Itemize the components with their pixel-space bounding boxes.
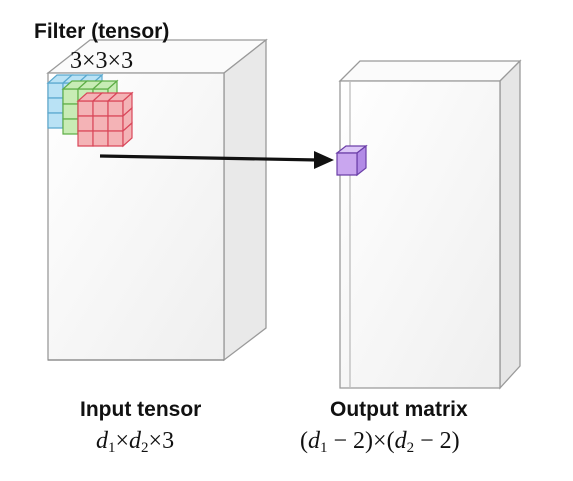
filter-size: 3×3×3 [70,48,134,74]
filter-layer-red-cell [92,130,109,147]
output-cell [335,144,368,177]
filter-layer-blue-cell [47,82,64,99]
output-matrix-box [338,59,522,390]
input-title: Input tensor [80,398,202,421]
filter-layer-green-cell [62,118,79,135]
filter-layer-blue-cell [47,97,64,114]
filter-layer-red-cell [107,115,124,132]
filter-layer-red-cell [77,130,94,147]
output-dimensions: (d1 − 2)×(d2 − 2) [300,428,460,456]
filter-layer-red-cell [92,115,109,132]
filter-layer-red-cell [107,130,124,147]
filter-layer-red-cell [107,100,124,117]
output-title: Output matrix [330,398,468,421]
convolution-arrow [99,151,334,169]
input-dimensions: d1×d2×3 [96,428,175,456]
filter-layer-red-side [122,121,133,148]
filter-layer-green-cell [62,88,79,105]
filter-layer-red-cell [77,115,94,132]
filter-layer-red-cell [77,100,94,117]
filter-tensor [46,73,134,148]
filter-title: Filter (tensor) [34,20,170,43]
filter-layer-green-cell [62,103,79,120]
filter-layer-red-cell [92,100,109,117]
filter-layer-blue-cell [47,112,64,129]
